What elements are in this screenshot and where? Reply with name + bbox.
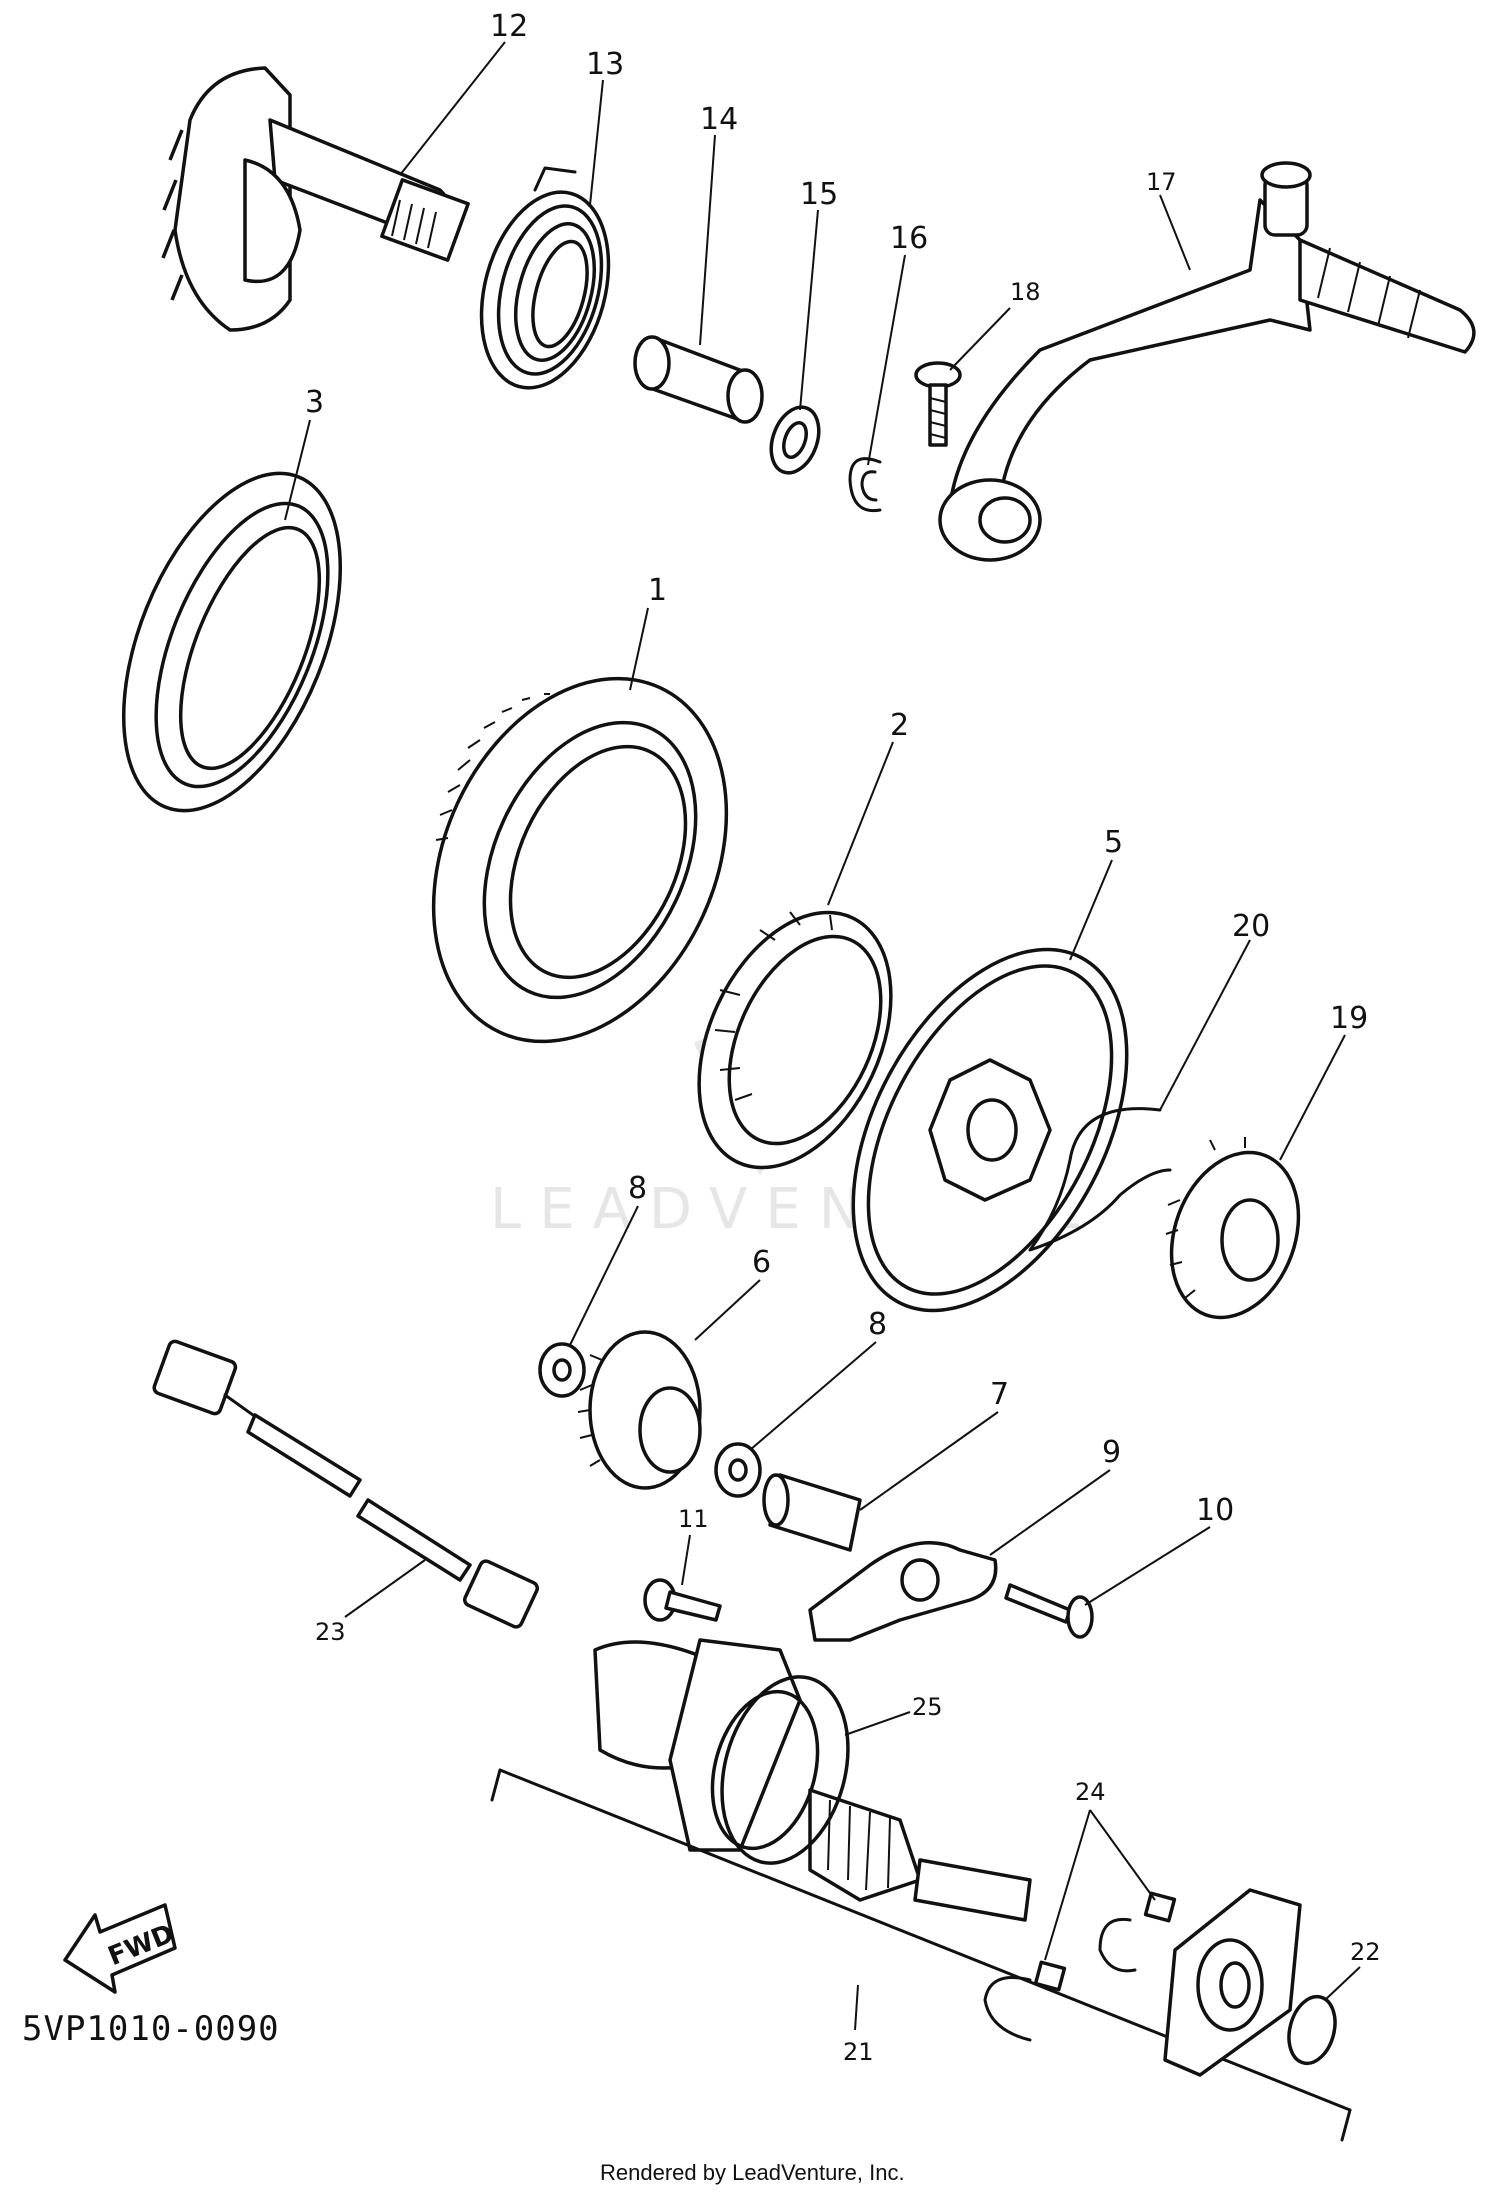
callout-8-lower: 8 xyxy=(868,1307,887,1342)
part-5-starter-clutch xyxy=(851,947,1129,1313)
part-23-lead-wire xyxy=(152,1339,540,1629)
part-15-washer xyxy=(769,405,821,475)
callout-1: 1 xyxy=(648,573,667,608)
part-8-washer-a xyxy=(538,1342,586,1398)
callout-14: 14 xyxy=(700,102,738,137)
callout-19: 19 xyxy=(1330,1001,1368,1036)
part-16-circlip xyxy=(848,457,882,513)
callout-2: 2 xyxy=(890,708,909,743)
part-21-end-cover xyxy=(1163,1888,1302,2077)
part-24-brush-set xyxy=(983,1891,1177,2042)
part-19-drive-gear xyxy=(1165,1137,1301,1320)
forward-arrow-icon: FWD xyxy=(63,1903,178,1994)
part-13-kick-spring xyxy=(479,166,611,390)
callout-12: 12 xyxy=(490,9,528,44)
diagram-code: 5VP1010-0090 xyxy=(22,2009,280,2049)
callout-23: 23 xyxy=(315,1618,346,1646)
callout-20: 20 xyxy=(1232,909,1270,944)
part-12-kick-shaft xyxy=(161,66,470,332)
part-1-starter-wheel-gear xyxy=(431,676,729,1044)
callout-11: 11 xyxy=(678,1505,709,1533)
callout-16: 16 xyxy=(890,221,928,256)
callout-10: 10 xyxy=(1196,1493,1234,1528)
callout-17: 17 xyxy=(1146,168,1177,196)
part-14-bush xyxy=(633,335,764,424)
part-3-seal xyxy=(121,471,343,813)
callout-9: 9 xyxy=(1102,1435,1121,1470)
callout-13: 13 xyxy=(586,47,624,82)
footer-credit: Rendered by LeadVenture, Inc. xyxy=(600,2160,905,2185)
callout-7: 7 xyxy=(990,1377,1009,1412)
part-17-kick-crank xyxy=(938,161,1476,562)
callout-3: 3 xyxy=(305,385,324,420)
part-22-o-ring xyxy=(1287,1994,1337,2066)
callout-5: 5 xyxy=(1104,825,1123,860)
callout-24: 24 xyxy=(1075,1778,1106,1806)
callout-18: 18 xyxy=(1010,278,1041,306)
part-2-bearing xyxy=(697,910,893,1170)
callout-8-upper: 8 xyxy=(628,1171,647,1206)
part-20-clip xyxy=(1028,1107,1172,1252)
part-18-bolt xyxy=(914,361,962,447)
part-25-o-ring xyxy=(720,1675,850,1865)
part-8-washer-b xyxy=(714,1442,762,1498)
callout-22: 22 xyxy=(1350,1938,1381,1966)
callout-labels: 12 13 14 15 16 17 18 3 1 2 5 20 19 8 6 8… xyxy=(305,9,1381,2066)
callout-25: 25 xyxy=(912,1693,943,1721)
part-11-bolt xyxy=(643,1578,722,1622)
part-21-starter-motor xyxy=(490,1638,1352,2142)
leader-lines xyxy=(284,41,1361,2031)
callout-15: 15 xyxy=(800,177,838,212)
part-10-screw xyxy=(1004,1583,1094,1639)
part-9-plate xyxy=(808,1540,998,1642)
part-7-shaft xyxy=(762,1473,862,1552)
part-6-idle-gear xyxy=(577,1330,702,1490)
callout-21: 21 xyxy=(843,2038,874,2066)
callout-6: 6 xyxy=(752,1245,771,1280)
